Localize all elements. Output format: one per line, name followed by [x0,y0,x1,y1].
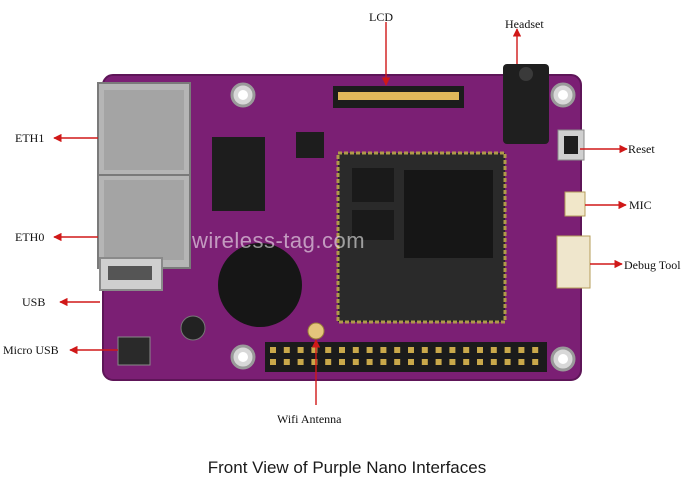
label-headset: Headset [505,17,544,31]
mic-connector [564,191,586,217]
micro-usb-port [117,336,151,366]
label-micro-usb: Micro USB [3,343,59,357]
debug-connector [556,235,591,289]
callout-arrows [53,22,628,405]
caption: Front View of Purple Nano Interfaces [207,458,487,477]
label-eth0: ETH0 [15,230,45,244]
coin-battery [218,243,302,327]
mounting-holes [230,82,576,372]
watermark: wireless-tag.com [192,228,366,253]
label-debug-tool: Debug Tool [624,258,681,272]
label-eth1: ETH1 [15,131,45,145]
headset-jack [503,64,549,144]
wifi-antenna-connector [307,322,325,340]
label-lcd: LCD [369,10,393,24]
label-mic: MIC [629,198,652,212]
label-usb: USB [22,295,46,309]
ethernet-jacks [97,82,191,269]
label-wifi-antenna: Wifi Antenna [277,412,342,426]
label-reset: Reset [628,142,655,156]
gpio-header [265,342,547,372]
